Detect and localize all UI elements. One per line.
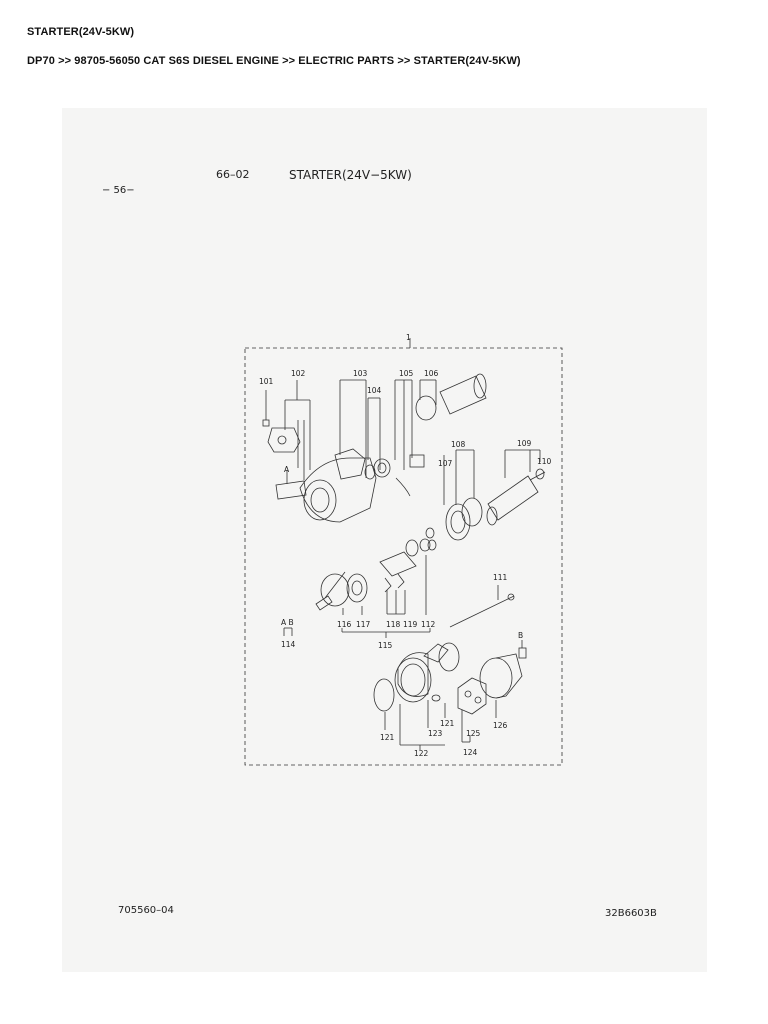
callout-122: 122 xyxy=(414,749,429,758)
callout-B: B xyxy=(518,631,523,640)
callout-114: 114 xyxy=(281,640,296,649)
callout-104: 104 xyxy=(367,386,382,395)
page-number: − 56− xyxy=(102,185,135,196)
callout-112: 112 xyxy=(421,620,436,629)
callout-118: 118 xyxy=(386,620,401,629)
callout-116: 116 xyxy=(337,620,352,629)
callout-126: 126 xyxy=(493,721,508,730)
callout-A: A xyxy=(284,465,290,474)
callout-105: 105 xyxy=(399,369,414,378)
callout-A-B: A B xyxy=(281,618,294,627)
callout-117: 117 xyxy=(356,620,371,629)
breadcrumb: DP70 >> 98705-56050 CAT S6S DIESEL ENGIN… xyxy=(27,55,521,67)
callout-119: 119 xyxy=(403,620,418,629)
callout-124: 124 xyxy=(463,748,478,757)
page-title: STARTER(24V-5KW) xyxy=(27,26,135,38)
callout-111: 111 xyxy=(493,573,508,582)
callout-121-left: 121 xyxy=(380,733,395,742)
callout-107: 107 xyxy=(438,459,453,468)
callout-1: 1 xyxy=(406,333,411,342)
section-title: STARTER(24V−5KW) xyxy=(289,168,412,182)
callout-106: 106 xyxy=(424,369,439,378)
parts-catalog-scan: 66–02 STARTER(24V−5KW) − 56− 705560–04 3… xyxy=(62,108,707,972)
callout-125: 125 xyxy=(466,729,481,738)
document-code: 705560–04 xyxy=(118,905,174,916)
callout-110: 110 xyxy=(537,457,552,466)
exploded-parts-diagram: 1 101 102 103 104 105 106 107 108 109 11… xyxy=(244,333,563,766)
callout-103: 103 xyxy=(353,369,368,378)
callout-108: 108 xyxy=(451,440,466,449)
callout-115: 115 xyxy=(378,641,393,650)
section-number: 66–02 xyxy=(216,168,250,181)
callout-121-right: 121 xyxy=(440,719,455,728)
callout-101: 101 xyxy=(259,377,274,386)
callout-102: 102 xyxy=(291,369,306,378)
assembly-boundary xyxy=(244,347,563,766)
callout-109: 109 xyxy=(517,439,532,448)
drawing-code: 32B6603B xyxy=(605,908,657,919)
callout-123: 123 xyxy=(428,729,443,738)
